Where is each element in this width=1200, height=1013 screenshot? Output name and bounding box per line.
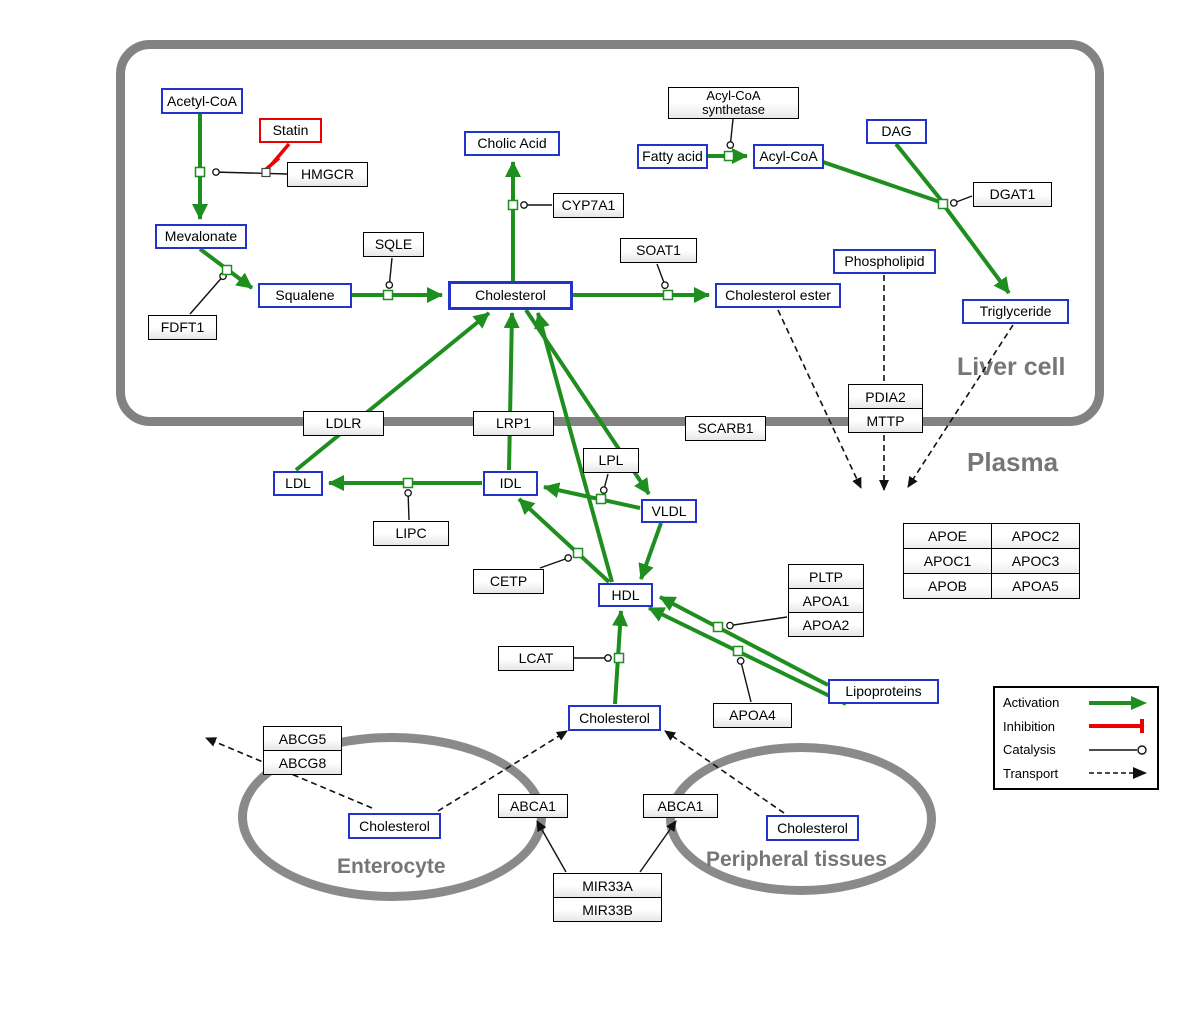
peripheral-tissue-membrane (666, 743, 936, 895)
node-apoa1[interactable]: APOA1 (788, 588, 864, 613)
node-phospholipid[interactable]: Phospholipid (833, 249, 936, 274)
node-abcg8[interactable]: ABCG8 (263, 750, 342, 775)
node-apoa2[interactable]: APOA2 (788, 612, 864, 637)
node-apoe[interactable]: APOE (903, 523, 991, 548)
edge-lipc-catalysis (404, 489, 412, 521)
node-fdft1[interactable]: FDFT1 (148, 315, 217, 340)
node-acetyl-coa[interactable]: Acetyl-CoA (161, 88, 243, 114)
mir33-group: MIR33A MIR33B (553, 873, 662, 922)
edge-vldl-idl (543, 482, 641, 510)
node-abcg5[interactable]: ABCG5 (263, 726, 342, 751)
node-squalene[interactable]: Squalene (258, 283, 352, 308)
node-lipoproteins[interactable]: Lipoproteins (828, 679, 939, 704)
node-lipc[interactable]: LIPC (373, 521, 449, 546)
apolipoprotein-table: APOE APOC2 APOC1 APOC3 APOB APOA5 (903, 523, 1080, 599)
node-triglyceride[interactable]: Triglyceride (962, 299, 1069, 324)
node-apoa4[interactable]: APOA4 (713, 703, 792, 728)
node-ldl[interactable]: LDL (273, 471, 323, 496)
node-mir33b[interactable]: MIR33B (553, 897, 662, 922)
node-mttp[interactable]: MTTP (848, 408, 923, 433)
inhibition-tee-icon (1089, 719, 1144, 734)
node-dag[interactable]: DAG (866, 119, 927, 144)
activation-arrow-icon (1089, 695, 1147, 710)
node-abca1-enterocyte[interactable]: ABCA1 (498, 794, 568, 818)
node-fatty-acid[interactable]: Fatty acid (637, 144, 708, 169)
legend-activation-label: Activation (1003, 695, 1060, 711)
transport-dashed-arrow-icon (1089, 767, 1147, 780)
node-cholesterol-ester[interactable]: Cholesterol ester (715, 283, 841, 308)
node-cholic-acid[interactable]: Cholic Acid (464, 131, 560, 156)
node-mevalonate[interactable]: Mevalonate (155, 224, 247, 249)
node-abca1-peripheral[interactable]: ABCA1 (643, 794, 718, 818)
edge-apoa-group-catalysis (726, 616, 788, 630)
peripheral-tissues-label: Peripheral tissues (706, 848, 887, 871)
node-acyl-coa[interactable]: Acyl-CoA (753, 144, 824, 169)
edge-apoa4-catalysis (736, 657, 752, 703)
node-vldl[interactable]: VLDL (641, 499, 697, 523)
legend-transport-label: Transport (1003, 765, 1059, 781)
node-cholesterol-plasma[interactable]: Cholesterol (568, 705, 661, 731)
node-lpl[interactable]: LPL (583, 448, 639, 473)
node-idl[interactable]: IDL (483, 471, 538, 496)
node-cholesterol-enterocyte[interactable]: Cholesterol (348, 813, 441, 839)
node-acyl-coa-synthetase[interactable]: Acyl-CoA synthetase (668, 87, 799, 119)
node-apoc3[interactable]: APOC3 (991, 548, 1079, 573)
node-sqle[interactable]: SQLE (363, 232, 424, 257)
legend-catalysis-label: Catalysis (1003, 742, 1056, 758)
node-cyp7a1[interactable]: CYP7A1 (553, 193, 624, 218)
legend-inhibition-label: Inhibition (1003, 718, 1056, 734)
acyl-coa-synthetase-line1: Acyl-CoA (706, 88, 761, 104)
node-hdl[interactable]: HDL (598, 583, 653, 607)
edge-vldl-hdl (638, 522, 663, 580)
node-scarb1[interactable]: SCARB1 (685, 416, 766, 441)
pdia2-mttp-group: PDIA2 MTTP (848, 384, 923, 433)
node-cholesterol-peripheral[interactable]: Cholesterol (766, 815, 859, 841)
node-mir33a[interactable]: MIR33A (553, 873, 662, 898)
node-apob[interactable]: APOB (903, 573, 991, 598)
catalysis-circle-icon (1089, 745, 1147, 755)
node-pdia2[interactable]: PDIA2 (848, 384, 923, 409)
node-apoc2[interactable]: APOC2 (991, 523, 1079, 548)
node-cholesterol-liver[interactable]: Cholesterol (448, 281, 573, 310)
plasma-label: Plasma (967, 447, 1059, 477)
node-lcat[interactable]: LCAT (498, 646, 574, 671)
node-lrp1[interactable]: LRP1 (473, 411, 554, 436)
legend-transport: Transport (1003, 765, 1149, 781)
acyl-coa-synthetase-line2: synthetase (702, 102, 765, 117)
node-apoc1[interactable]: APOC1 (903, 548, 991, 573)
node-pltp[interactable]: PLTP (788, 564, 864, 589)
node-hmgcr[interactable]: HMGCR (287, 162, 368, 187)
legend: Activation Inhibition Catalysis Transpor… (993, 686, 1159, 790)
node-ldlr[interactable]: LDLR (303, 411, 384, 436)
node-statin[interactable]: Statin (259, 118, 322, 143)
node-soat1[interactable]: SOAT1 (620, 238, 697, 263)
pltp-apoa-group: PLTP APOA1 APOA2 (788, 564, 864, 637)
edge-lpl-catalysis (599, 473, 609, 494)
liver-cell-label: Liver cell (957, 353, 1066, 381)
legend-inhibition: Inhibition (1003, 718, 1149, 734)
node-apoa5[interactable]: APOA5 (991, 573, 1079, 598)
node-dgat1[interactable]: DGAT1 (973, 182, 1052, 207)
legend-activation: Activation (1003, 695, 1149, 711)
legend-catalysis: Catalysis (1003, 742, 1149, 758)
edge-cholesterolplasma-hdl (612, 610, 629, 705)
edge-cetp-catalysis (539, 554, 573, 569)
node-cetp[interactable]: CETP (473, 569, 544, 594)
enterocyte-label: Enterocyte (337, 855, 446, 878)
abcg-group: ABCG5 ABCG8 (263, 726, 342, 775)
liver-cell-membrane (116, 40, 1104, 426)
